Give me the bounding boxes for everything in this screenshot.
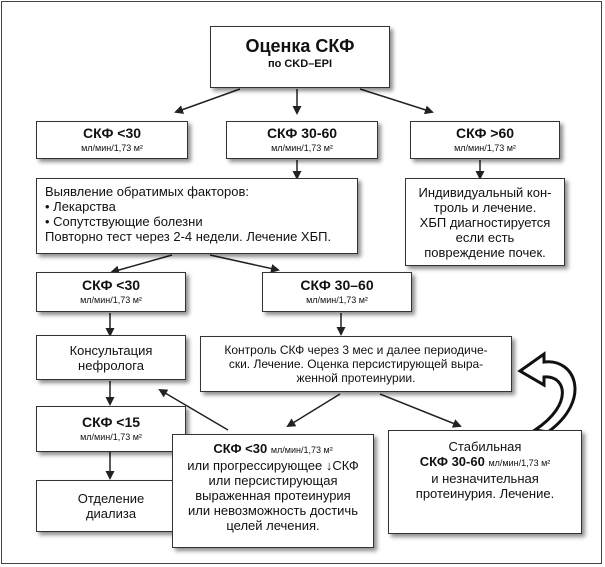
stable-box: Стабильная СКФ 30-60 мл/мин/1,73 м² и не…	[388, 430, 582, 534]
progress-line-1: СКФ <30 мл/мин/1,73 м²	[173, 441, 373, 458]
progress-line-2: или прогрессирующее ↓СКФ	[187, 458, 359, 473]
arrow-progress-to-nephro	[158, 388, 229, 431]
reversible-line-1: Выявление обратимых факторов:	[45, 184, 249, 199]
gfr-30-60-second-label: СКФ 30–60	[300, 277, 374, 293]
gfr-lt15-label: СКФ <15	[81, 414, 141, 430]
dialysis-box: Отделение диализа	[36, 480, 186, 532]
gfr-lt30-top-label: СКФ <30	[82, 125, 142, 141]
arrow-control-to-stable	[379, 393, 462, 428]
gfr-control-box: Контроль СКФ через 3 мес и далее периоди…	[200, 336, 512, 392]
nephrologist-box: Консультация нефролога	[36, 335, 186, 380]
stable-line-1: Стабильная	[448, 439, 522, 454]
gfr-gt60-top-unit: мл/мин/1,73 м²	[454, 143, 516, 153]
stable-line-3: и незначительная	[431, 471, 539, 486]
control-line-3: женной протеинурии.	[296, 371, 416, 385]
stable-gfr-label: СКФ 30-60	[419, 454, 485, 469]
gfr-30-60-second: СКФ 30–60 мл/мин/1,73 м²	[262, 272, 412, 312]
gfr-lt30-second: СКФ <30 мл/мин/1,73 м²	[36, 272, 186, 312]
nephro-line-1: Консультация	[69, 343, 153, 358]
gfr-lt30-second-label: СКФ <30	[81, 277, 141, 293]
control-line-2: ски. Лечение. Оценка персистирующей выра…	[228, 357, 484, 371]
progress-gfr-unit: мл/мин/1,73 м²	[270, 445, 333, 455]
gfr-lt30-top-unit: мл/мин/1,73 м²	[81, 143, 143, 153]
individual-line-1: Индивидуальный кон-	[418, 185, 552, 200]
arrow-control-to-progress	[286, 393, 341, 428]
gfr-lt15-box: СКФ <15 мл/мин/1,73 м²	[36, 406, 186, 452]
stable-line-2: СКФ 30-60 мл/мин/1,73 м²	[389, 454, 581, 471]
gfr-30-60-second-unit: мл/мин/1,73 м²	[306, 295, 368, 305]
reversible-line-3: • Сопутствующие болезни	[45, 214, 203, 229]
gfr-gt60-top: СКФ >60 мл/мин/1,73 м²	[410, 121, 560, 159]
individual-line-2: троль и лечение.	[433, 200, 537, 215]
stable-line-4: протеинурия. Лечение.	[415, 486, 555, 501]
individual-line-5: повреждение почек.	[424, 245, 546, 260]
curved-return-arrow	[517, 351, 577, 434]
title-sub: по CKD–EPI	[267, 58, 333, 70]
nephro-line-2: нефролога	[78, 358, 144, 373]
progress-gfr-label: СКФ <30	[213, 441, 268, 456]
gfr-lt15-unit: мл/мин/1,73 м²	[80, 432, 142, 442]
reversible-line-2: • Лекарства	[45, 199, 116, 214]
gfr-30-60-top-unit: мл/мин/1,73 м²	[271, 143, 333, 153]
arrow-reversible-to-30-60	[209, 254, 280, 273]
progress-line-3: или персистирующая	[208, 473, 338, 488]
gfr-lt30-second-unit: мл/мин/1,73 м²	[80, 295, 142, 305]
arrow-title-to-gt60	[359, 88, 434, 115]
progress-line-4: выраженная протеинурия	[195, 488, 351, 503]
progression-criteria-box: СКФ <30 мл/мин/1,73 м² или прогрессирующ…	[172, 434, 374, 548]
gfr-gt60-top-label: СКФ >60	[455, 125, 515, 141]
progress-line-5: или невозможность достичь	[188, 503, 358, 518]
arrow-reversible-to-lt30	[110, 254, 173, 275]
stable-gfr-unit: мл/мин/1,73 м²	[488, 458, 551, 468]
arrow-title-to-lt30	[174, 88, 241, 114]
individual-line-3: ХБП диагностируется	[419, 215, 551, 230]
dialysis-line-2: диализа	[85, 506, 137, 521]
progress-line-6: целей лечения.	[226, 518, 320, 533]
gfr-30-60-top: СКФ 30-60 мл/мин/1,73 м²	[226, 121, 378, 159]
title-main: Оценка СКФ	[245, 36, 355, 56]
individual-line-4: если есть	[455, 230, 515, 245]
reversible-factors-box: Выявление обратимых факторов: • Лекарств…	[36, 178, 358, 254]
title-box: Оценка СКФ по CKD–EPI	[210, 26, 390, 88]
reversible-line-4: Повторно тест через 2-4 недели. Лечение …	[45, 229, 332, 244]
individual-control-box: Индивидуальный кон- троль и лечение. ХБП…	[405, 178, 565, 266]
dialysis-line-1: Отделение	[77, 491, 145, 506]
control-line-1: Контроль СКФ через 3 мес и далее периоди…	[224, 343, 488, 357]
gfr-30-60-top-label: СКФ 30-60	[266, 125, 338, 141]
gfr-lt30-top: СКФ <30 мл/мин/1,73 м²	[36, 121, 188, 159]
